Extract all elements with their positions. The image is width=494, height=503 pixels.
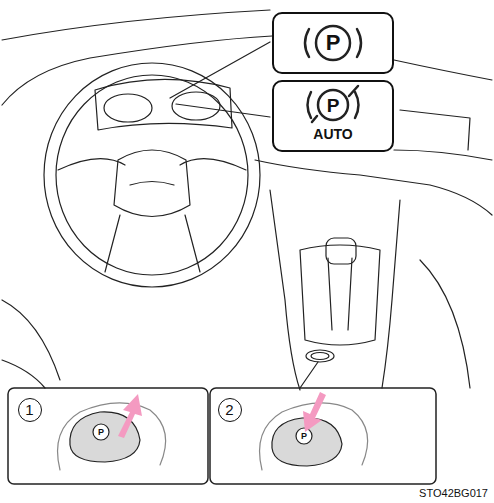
auto-indicator-icon bbox=[318, 90, 348, 120]
gauge bbox=[104, 94, 152, 122]
indicator-word: AUTO bbox=[313, 127, 352, 141]
console-surround bbox=[58, 403, 166, 470]
shifter-boot bbox=[300, 245, 380, 345]
brake-indicator-icon bbox=[316, 26, 350, 60]
callout-circle: 2 bbox=[218, 398, 242, 422]
auto-indicator-icon bbox=[308, 92, 359, 118]
push-arrow bbox=[303, 392, 326, 432]
indicator-letter: P bbox=[326, 32, 341, 54]
seat-edge bbox=[2, 300, 60, 388]
indicator-callout-box: P bbox=[272, 12, 394, 74]
steering-hub bbox=[114, 150, 190, 217]
steering-wheel-rim bbox=[56, 75, 248, 275]
steering-wheel-rim bbox=[44, 63, 260, 287]
callout-circle: 1 bbox=[18, 398, 42, 422]
steering-hub bbox=[130, 182, 174, 186]
brake-indicator-icon bbox=[305, 29, 361, 57]
vent bbox=[400, 110, 470, 150]
indicator-callout-box: P AUTO bbox=[272, 80, 394, 152]
callout-number: 1 bbox=[25, 402, 33, 417]
steering-wheel-spoke bbox=[105, 215, 200, 272]
dashboard-top bbox=[394, 60, 492, 80]
switch-symbol: P bbox=[301, 432, 307, 441]
leader-line bbox=[170, 42, 270, 98]
console-edge bbox=[382, 200, 400, 388]
shift-knob bbox=[326, 238, 356, 264]
leader-line bbox=[176, 104, 270, 117]
off-slash bbox=[312, 86, 358, 122]
seat-edge bbox=[420, 260, 470, 388]
switch-icon bbox=[93, 424, 109, 440]
steering-wheel-spoke bbox=[58, 159, 246, 170]
inset-panel bbox=[210, 388, 436, 484]
gauge bbox=[172, 92, 220, 120]
switch-symbol: P bbox=[98, 428, 104, 437]
shifter-boot-fold bbox=[328, 258, 352, 330]
console-edge bbox=[270, 190, 300, 390]
leader-line bbox=[300, 362, 318, 388]
pull-arrow bbox=[118, 394, 142, 438]
parking-brake-switch bbox=[311, 353, 329, 360]
dashboard-lower bbox=[255, 160, 492, 215]
dashboard-panel bbox=[394, 150, 492, 160]
callout-number: 2 bbox=[225, 402, 233, 417]
instrument-cluster bbox=[95, 79, 232, 130]
switch-icon bbox=[296, 428, 312, 444]
parking-brake-switch bbox=[306, 350, 334, 362]
windshield-edge bbox=[2, 10, 270, 40]
indicator-letter: P bbox=[327, 96, 340, 115]
figure-code: STO42BG017 bbox=[419, 488, 488, 499]
inset-panel bbox=[8, 388, 208, 484]
